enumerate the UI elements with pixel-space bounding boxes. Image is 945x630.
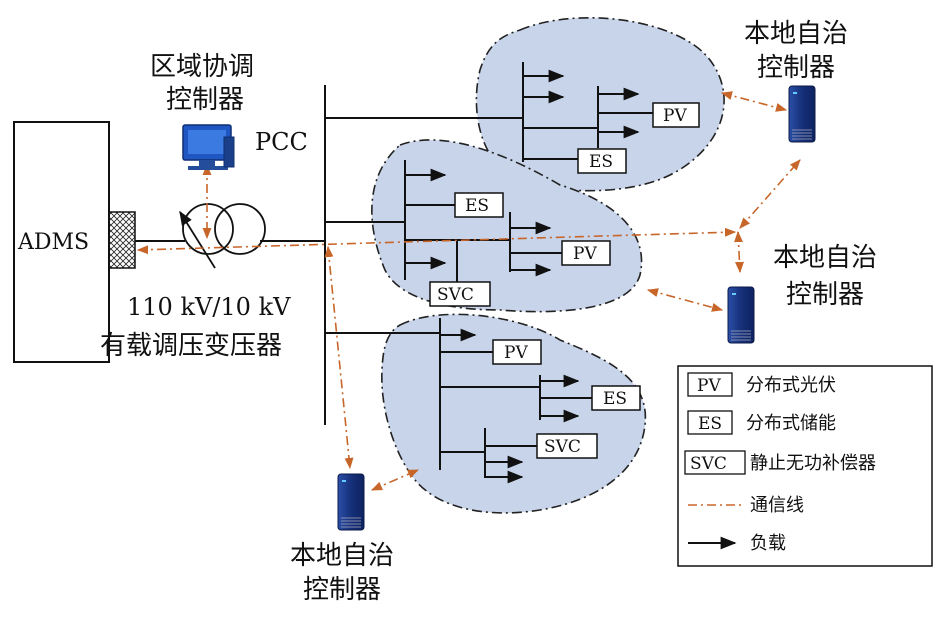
controller-icon-middle [727, 286, 755, 344]
svc-label-middle: SVC [437, 285, 474, 305]
local-controller-label-bottom-2: 控制器 [303, 575, 381, 605]
comm-lines [136, 91, 801, 491]
pv-box-top [652, 102, 700, 128]
es-label-middle: ES [465, 196, 489, 216]
es-label-bottom: ES [603, 389, 627, 409]
regional-controller-label-1: 区域协调 [150, 52, 254, 82]
local-controller-label-middle-2: 控制器 [786, 280, 864, 310]
svc-label-bottom: SVC [544, 437, 581, 457]
legend-es-symbol-label: ES [698, 414, 722, 434]
transformer-label-1: 110 kV/10 kV [127, 293, 291, 321]
local-controller-label-bottom-1: 本地自治 [290, 541, 394, 571]
legend-pv-symbol-label: PV [697, 376, 721, 396]
pv-label-bottom: PV [504, 343, 528, 363]
local-controller-label-top-1: 本地自治 [744, 19, 848, 49]
transformer-label-2: 有载调压变压器 [100, 331, 282, 361]
regional-controller-label-2: 控制器 [166, 85, 244, 115]
legend-pv-symbol [687, 372, 733, 397]
svc-box-middle [429, 281, 491, 307]
es-box-middle [454, 192, 504, 218]
legend-svc-label: 静止无功补偿器 [750, 453, 876, 474]
controller-icon-bottom [337, 473, 365, 531]
legend-svc-symbol-label: SVC [690, 454, 727, 474]
controller-icon-top [788, 85, 816, 143]
legend-load-label: 负载 [750, 533, 786, 554]
legend-es-label: 分布式储能 [746, 413, 836, 434]
pv-label-middle: PV [573, 244, 597, 264]
feeder-top [325, 62, 653, 162]
es-box-bottom [591, 385, 641, 411]
cluster-bottom [381, 313, 647, 514]
svc-box-bottom [536, 433, 598, 459]
pv-label-top: PV [663, 106, 687, 126]
legend-es-symbol [687, 410, 733, 435]
interface-box-icon [108, 211, 136, 269]
transformer-icon [179, 203, 266, 269]
local-controller-label-middle-1: 本地自治 [773, 243, 877, 273]
legend-pv-label: 分布式光伏 [746, 375, 836, 396]
computer-icon [182, 124, 235, 170]
pv-box-bottom [492, 339, 542, 365]
adms-box [13, 121, 110, 363]
legend-svc-symbol [684, 450, 746, 475]
pcc-label: PCC [255, 128, 308, 156]
legend-comm-line-label: 通信线 [750, 495, 804, 516]
es-label-top: ES [589, 152, 613, 172]
es-box-top [577, 148, 627, 174]
adms-label: ADMS [17, 230, 89, 255]
cluster-top [475, 16, 725, 192]
local-controller-label-top-2: 控制器 [757, 53, 835, 83]
